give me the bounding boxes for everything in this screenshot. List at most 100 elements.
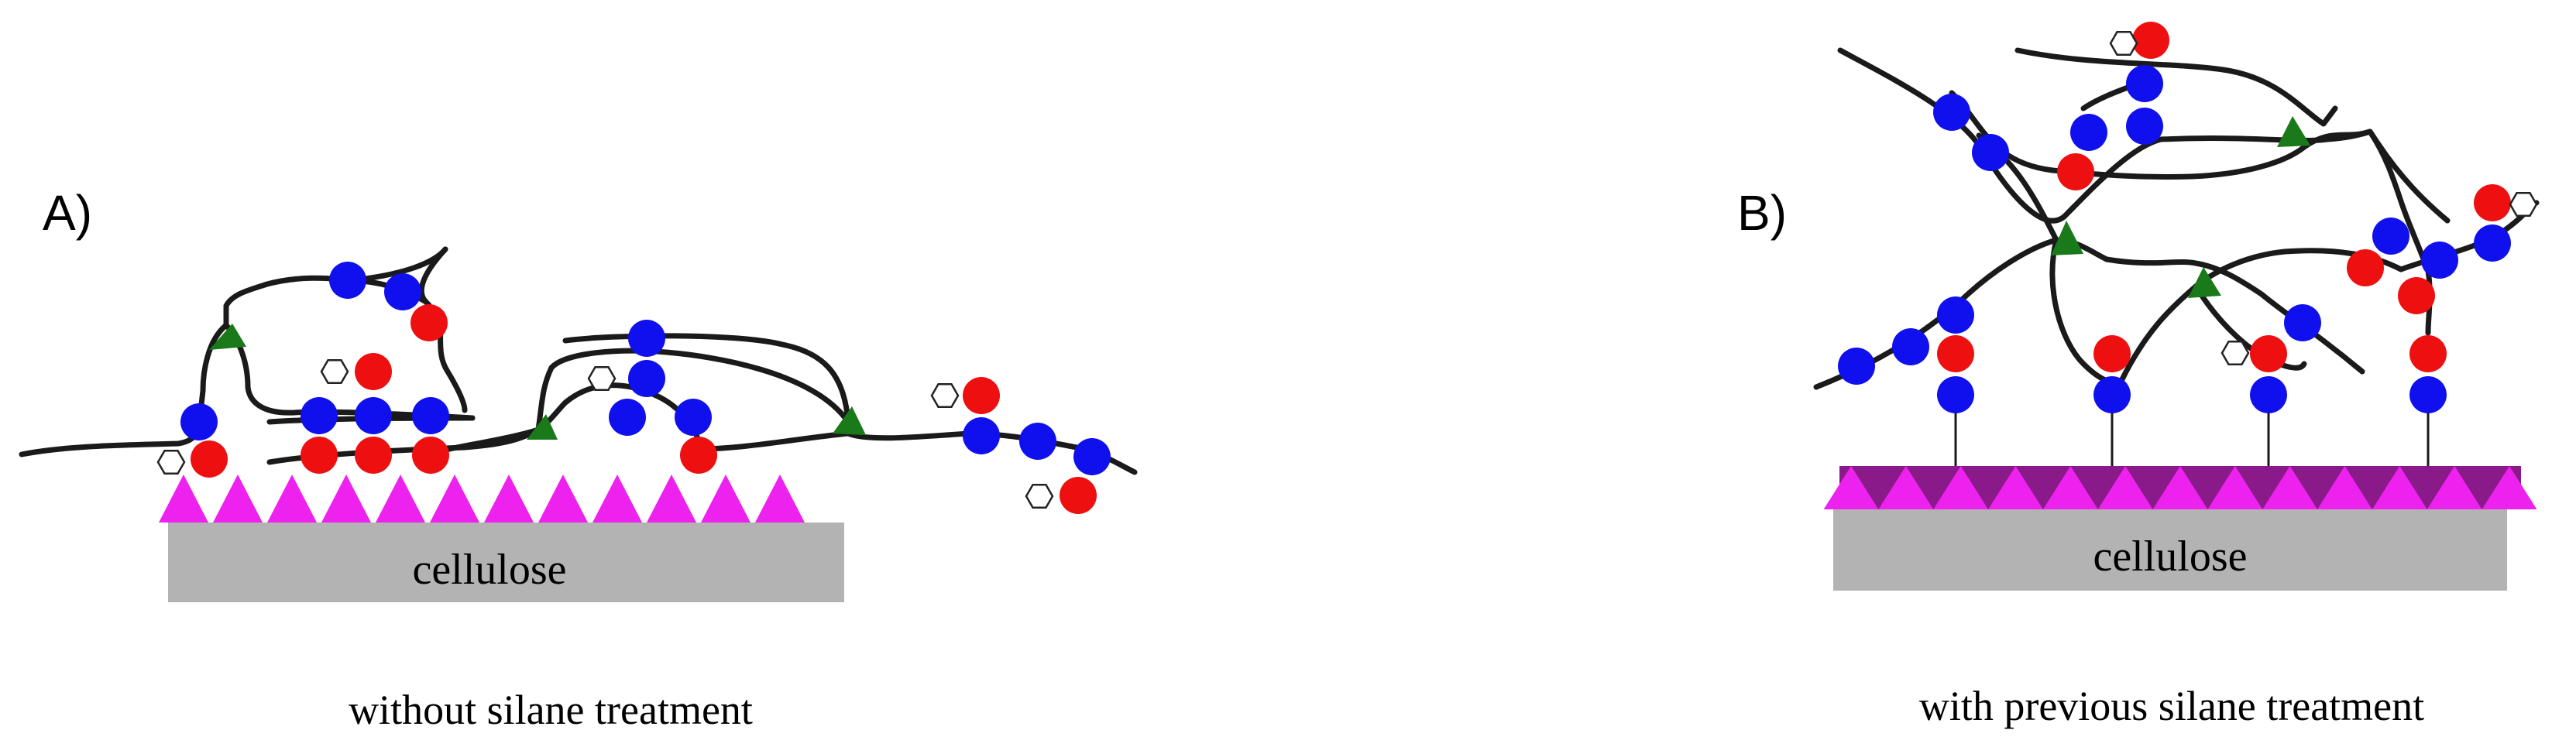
silane-triangle <box>2262 466 2318 509</box>
crosslink-node <box>2277 116 2310 147</box>
blue-monomer-bead <box>2093 376 2131 413</box>
silane-triangle <box>755 475 805 523</box>
blue-monomer-bead <box>2474 224 2511 262</box>
silane-triangle <box>1823 466 1879 509</box>
blue-monomer-bead <box>2070 114 2107 151</box>
red-monomer-bead <box>301 437 338 474</box>
phenyl-ring-icon <box>320 359 349 384</box>
panel-b-crosslinks <box>2051 116 2310 298</box>
panel-a: A) cellulose without silane tr <box>19 185 1138 733</box>
blue-monomer-bead <box>2284 304 2321 341</box>
silane-triangle <box>213 475 263 523</box>
phenyl-ring-icon <box>2221 341 2250 365</box>
red-monomer-bead <box>1937 335 1974 372</box>
blue-monomer-bead <box>1838 348 1875 385</box>
phenyl-ring-icon <box>156 450 186 475</box>
silane-triangle <box>2097 466 2153 509</box>
silane-triangle <box>159 475 208 523</box>
blue-monomer-bead <box>1073 438 1111 475</box>
red-monomer-bead <box>355 437 392 474</box>
panel-a-silane-layer <box>159 475 805 523</box>
red-monomer-bead <box>2474 184 2511 221</box>
blue-monomer-bead <box>1972 134 2009 171</box>
blue-monomer-bead <box>180 403 218 440</box>
blue-monomer-bead <box>2126 108 2163 145</box>
red-monomer-bead <box>2057 153 2094 190</box>
blue-monomer-bead <box>2250 376 2287 413</box>
blue-monomer-bead <box>384 273 421 310</box>
panel-a-monomer-beads <box>180 262 1111 514</box>
silane-triangle <box>2372 466 2427 509</box>
blue-monomer-bead <box>1019 423 1056 460</box>
silane-triangle <box>647 475 696 523</box>
blue-monomer-bead <box>2421 242 2458 279</box>
red-monomer-bead <box>2250 335 2287 372</box>
blue-monomer-bead <box>329 262 366 299</box>
blue-monomer-bead <box>2126 65 2163 102</box>
blue-monomer-bead <box>2372 218 2409 255</box>
phenyl-ring-icon <box>2509 192 2538 217</box>
panel-a-label: A) <box>43 185 92 241</box>
panel-b-silane-layer <box>1823 466 2537 509</box>
panel-a-crosslinks <box>209 324 866 440</box>
crosslink-node <box>2051 221 2083 255</box>
blue-monomer-bead <box>1892 328 1929 365</box>
silane-triangle <box>592 475 642 523</box>
silane-triangle <box>2152 466 2208 509</box>
silane-triangle <box>2042 466 2098 509</box>
red-monomer-bead <box>2398 277 2435 314</box>
panel-b-cellulose-label: cellulose <box>2093 533 2247 581</box>
red-monomer-bead <box>2409 335 2447 372</box>
blue-monomer-bead <box>2409 376 2447 413</box>
phenyl-ring-icon <box>2109 31 2138 56</box>
silane-triangle <box>1933 466 1989 509</box>
silane-triangle <box>2317 466 2372 509</box>
panel-b-label: B) <box>1737 185 1787 241</box>
blue-monomer-bead <box>412 397 449 434</box>
red-monomer-bead <box>191 440 228 478</box>
red-monomer-bead <box>412 437 449 474</box>
silane-triangle <box>538 475 588 523</box>
blue-monomer-bead <box>675 399 712 436</box>
crosslink-node <box>209 324 246 350</box>
panel-a-pendant-rings <box>156 359 1054 509</box>
crosslink-node <box>833 406 866 435</box>
phenyl-ring-icon <box>1025 484 1054 509</box>
blue-monomer-bead <box>301 397 338 434</box>
panel-a-cellulose-label: cellulose <box>412 546 566 594</box>
silane-triangle <box>1878 466 1934 509</box>
blue-monomer-bead <box>628 360 665 397</box>
red-monomer-bead <box>2093 335 2131 372</box>
panel-b-caption: with previous silane treatment <box>1919 683 2424 729</box>
blue-monomer-bead <box>1937 376 1974 413</box>
panel-b-tethers <box>1954 395 2430 466</box>
blue-monomer-bead <box>963 417 1000 454</box>
silane-triangle <box>430 475 479 523</box>
silane-triangle <box>321 475 371 523</box>
silane-triangle <box>376 475 425 523</box>
crosslink-node <box>2188 267 2221 298</box>
panel-b-cellulose-bar <box>1833 509 2507 591</box>
red-monomer-bead <box>1060 477 1097 514</box>
red-monomer-bead <box>2132 22 2169 59</box>
blue-monomer-bead <box>355 397 392 434</box>
panel-a-cellulose-bar <box>168 523 844 602</box>
silane-triangle <box>2207 466 2263 509</box>
red-monomer-bead <box>680 437 717 474</box>
silane-triangle <box>701 475 750 523</box>
crosslink-node <box>527 414 558 440</box>
blue-monomer-bead <box>628 320 665 357</box>
silane-triangle <box>1988 466 2043 509</box>
panel-b-pendant-rings <box>2109 31 2538 365</box>
red-monomer-bead <box>410 304 448 341</box>
red-monomer-bead <box>963 377 1000 414</box>
silane-triangle <box>267 475 317 523</box>
panel-b: B) cellulose <box>1737 22 2540 729</box>
blue-monomer-bead <box>1933 94 1970 131</box>
blue-monomer-bead <box>609 399 646 436</box>
phenyl-ring-icon <box>930 383 960 408</box>
silane-triangle <box>2427 466 2482 509</box>
silane-triangle <box>2482 466 2537 509</box>
phenyl-ring-icon <box>587 366 617 391</box>
